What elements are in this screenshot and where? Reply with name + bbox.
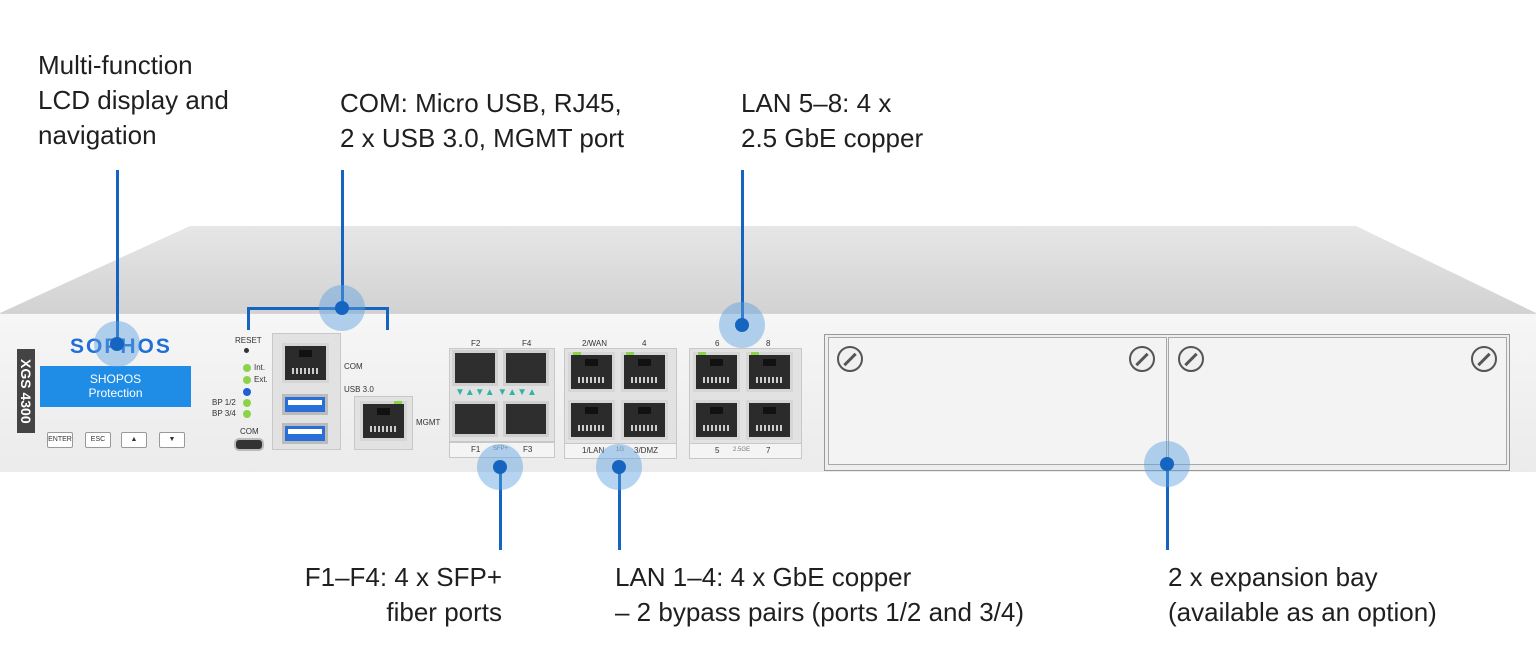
lcd-display: SHOPOS Protection <box>40 366 191 407</box>
int-led <box>243 364 251 372</box>
dmz-label: 3/DMZ <box>634 446 658 455</box>
dot-lcd <box>110 337 124 351</box>
usb-port-1[interactable] <box>282 394 328 415</box>
f3-label: F3 <box>523 445 533 454</box>
sfp-port-f2[interactable] <box>452 350 498 386</box>
callout-lan1-4: LAN 1–4: 4 x GbE copper – 2 bypass pairs… <box>615 562 1025 627</box>
micro-usb-port[interactable] <box>234 438 264 451</box>
mgmt-port[interactable] <box>360 401 407 441</box>
reset-button[interactable] <box>244 348 249 353</box>
bp12-label: BP 1/2 <box>212 398 236 407</box>
bracket-com <box>247 307 389 330</box>
ext-led <box>243 376 251 384</box>
leader-com <box>341 170 344 310</box>
esc-key[interactable]: ESC <box>85 432 111 448</box>
callout-sfp: F1–F4: 4 x SFP+ fiber ports <box>304 562 502 627</box>
disk-led <box>243 388 251 396</box>
dot-lan1-4 <box>612 460 626 474</box>
lan5-8-label-bar <box>689 443 802 459</box>
port6-label: 6 <box>715 339 720 348</box>
port7-label: 7 <box>766 446 771 455</box>
callout-com: COM: Micro USB, RJ45, 2 x USB 3.0, MGMT … <box>340 88 625 153</box>
reset-label: RESET <box>235 336 262 345</box>
lcd-line-2: Protection <box>88 386 143 400</box>
usb-label: USB 3.0 <box>344 385 374 394</box>
up-key[interactable]: ▲ <box>121 432 147 448</box>
bp12-led <box>243 399 251 407</box>
chassis-top <box>0 226 1536 313</box>
bay2-left-screw-icon <box>1178 346 1204 372</box>
com-label: COM <box>344 362 363 371</box>
port4-label: 4 <box>642 339 647 348</box>
lan1-label: 1/LAN <box>582 446 605 455</box>
ext-label: Ext. <box>254 375 268 384</box>
dot-expansion-bay <box>1160 457 1174 471</box>
f2-label: F2 <box>471 339 481 348</box>
lan-port-3[interactable] <box>621 400 668 440</box>
bay2-right-screw-icon <box>1471 346 1497 372</box>
dot-lan5-8 <box>735 318 749 332</box>
speed-2-5ge-label: 2.5GE <box>733 447 751 453</box>
sfp-port-f1[interactable] <box>452 401 498 437</box>
leader-expansion-bay <box>1166 467 1169 550</box>
bay1-left-screw-icon <box>837 346 863 372</box>
lcd-line-1: SHOPOS <box>89 372 142 386</box>
bp34-led <box>243 410 251 418</box>
leader-lcd <box>116 170 119 344</box>
callout-expansion-bay: 2 x expansion bay (available as an optio… <box>1168 562 1437 627</box>
lan-port-1[interactable] <box>568 400 615 440</box>
micro-usb-label: COM <box>240 427 259 436</box>
leader-lan1-4 <box>618 467 621 550</box>
lan-port-4[interactable] <box>621 352 668 392</box>
lan-port-7[interactable] <box>746 400 793 440</box>
lan-port-5[interactable] <box>693 400 740 440</box>
int-label: Int. <box>254 363 266 372</box>
f1-label: F1 <box>471 445 481 454</box>
leader-lan5-8 <box>741 170 744 325</box>
usb-port-2[interactable] <box>282 423 328 444</box>
expansion-bay-2[interactable] <box>1168 337 1507 465</box>
sfp-port-f4[interactable] <box>503 350 549 386</box>
bay1-right-screw-icon <box>1129 346 1155 372</box>
sfp-port-f3[interactable] <box>503 401 549 437</box>
f4-label: F4 <box>522 339 532 348</box>
wan-label: 2/WAN <box>582 339 608 348</box>
dot-com <box>335 301 349 315</box>
sfp-label-bar <box>449 442 555 458</box>
com-rj45-port[interactable] <box>282 343 329 383</box>
callout-lan5-8: LAN 5–8: 4 x 2.5 GbE copper <box>741 88 924 153</box>
lan1-4-label-bar <box>564 443 677 459</box>
bp34-label: BP 3/4 <box>212 409 236 418</box>
port5-label: 5 <box>715 446 720 455</box>
speed-1g-label: 1G <box>616 447 625 453</box>
sfp-link-leds: ▼▲▼▲ ▼▲▼▲ <box>455 387 537 398</box>
port8-label: 8 <box>766 339 771 348</box>
callout-lcd: Multi-function LCD display and navigatio… <box>38 50 229 150</box>
lan-port-6[interactable] <box>693 352 740 392</box>
lan-port-2[interactable] <box>568 352 615 392</box>
dot-sfp <box>493 460 507 474</box>
enter-key[interactable]: ENTER <box>47 432 73 448</box>
sfp-plus-label: SFP+ <box>493 446 509 452</box>
model-tag: XGS 4300 <box>17 349 35 433</box>
down-key[interactable]: ▼ <box>159 432 185 448</box>
expansion-bay-1[interactable] <box>828 337 1167 465</box>
lan-port-8[interactable] <box>746 352 793 392</box>
leader-sfp <box>499 467 502 550</box>
mgmt-label: MGMT <box>416 418 441 427</box>
